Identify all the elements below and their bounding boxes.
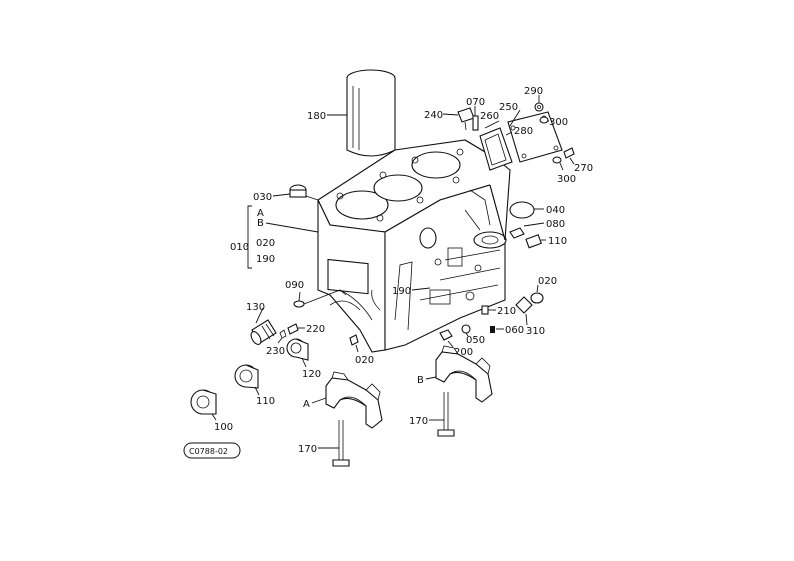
callout-040: 040: [546, 205, 565, 216]
callout-280: 280: [514, 126, 533, 137]
callout-050: 050: [466, 335, 485, 346]
callout-130: 130: [246, 302, 265, 313]
callout-080: 080: [546, 219, 565, 230]
plug-060: [490, 326, 495, 333]
callout-300-bottom: 300: [557, 174, 576, 185]
plug-090: [293, 300, 305, 308]
callout-240: 240: [424, 110, 443, 121]
cover-plate-280: [507, 111, 563, 163]
callout-290: 290: [524, 86, 543, 97]
label-a-bottom: A: [303, 399, 310, 410]
cylinder-liner-180: [346, 69, 396, 157]
callout-180: 180: [307, 111, 326, 122]
plug-310: [515, 296, 533, 314]
callout-110-right: 110: [548, 236, 567, 247]
washer-300-top: [539, 116, 549, 124]
callout-110-left: 110: [256, 396, 275, 407]
bushing-100: [190, 389, 217, 415]
crankcase-block: [317, 139, 511, 353]
bearing-case-b: [435, 345, 493, 403]
callout-030: 030: [253, 192, 272, 203]
callout-020-bottom: 020: [355, 355, 374, 366]
callout-120: 120: [302, 369, 321, 380]
plug-050: [461, 324, 471, 334]
bolt-290: [534, 102, 544, 112]
plug-220: [287, 323, 299, 335]
plug-030: [289, 184, 307, 198]
callout-170-right: 170: [409, 416, 428, 427]
callout-090: 090: [285, 280, 304, 291]
pin-070: [472, 115, 479, 131]
tube-130: [250, 319, 277, 345]
callout-220: 220: [306, 324, 325, 335]
callout-230: 230: [266, 346, 285, 357]
plug-020-right: [530, 292, 544, 304]
callout-310: 310: [526, 326, 545, 337]
diagram-code-tag: C0788-02: [183, 442, 241, 459]
bolt-210: [481, 305, 489, 315]
gasket-260: [479, 127, 513, 171]
callout-270: 270: [574, 163, 593, 174]
label-a-left: A: [257, 208, 264, 219]
callout-260: 260: [480, 111, 499, 122]
cap-080: [509, 227, 525, 239]
callout-070: 070: [466, 97, 485, 108]
callout-010: 010: [230, 242, 249, 253]
callout-210: 210: [497, 306, 516, 317]
bolt-170-left: [332, 420, 350, 467]
diagram-code: C0788-02: [189, 447, 228, 456]
callout-100: 100: [214, 422, 233, 433]
washer-300-bottom: [552, 156, 562, 164]
callout-250: 250: [499, 102, 518, 113]
bearing-case-a: [325, 371, 383, 429]
bushing-110-left: [234, 364, 259, 389]
bolt-270: [563, 147, 575, 159]
bolt-170-right: [437, 392, 455, 437]
callout-190-mid: 190: [392, 286, 411, 297]
plug-020-bottom: [349, 334, 359, 346]
callout-020-right: 020: [538, 276, 557, 287]
label-b-left: B: [257, 218, 264, 229]
bushing-120: [286, 338, 309, 361]
callout-170-left: 170: [298, 444, 317, 455]
callout-020-left: 020: [256, 238, 275, 249]
callout-200: 200: [454, 347, 473, 358]
fitting-240: [457, 107, 475, 131]
label-b-bottom: B: [417, 375, 424, 386]
plug-200: [439, 329, 453, 341]
cover-040: [509, 201, 535, 219]
plug-110-right: [525, 234, 542, 249]
plug-230: [279, 329, 287, 339]
callout-300-top: 300: [549, 117, 568, 128]
callout-060: 060: [505, 325, 524, 336]
callout-190-left: 190: [256, 254, 275, 265]
